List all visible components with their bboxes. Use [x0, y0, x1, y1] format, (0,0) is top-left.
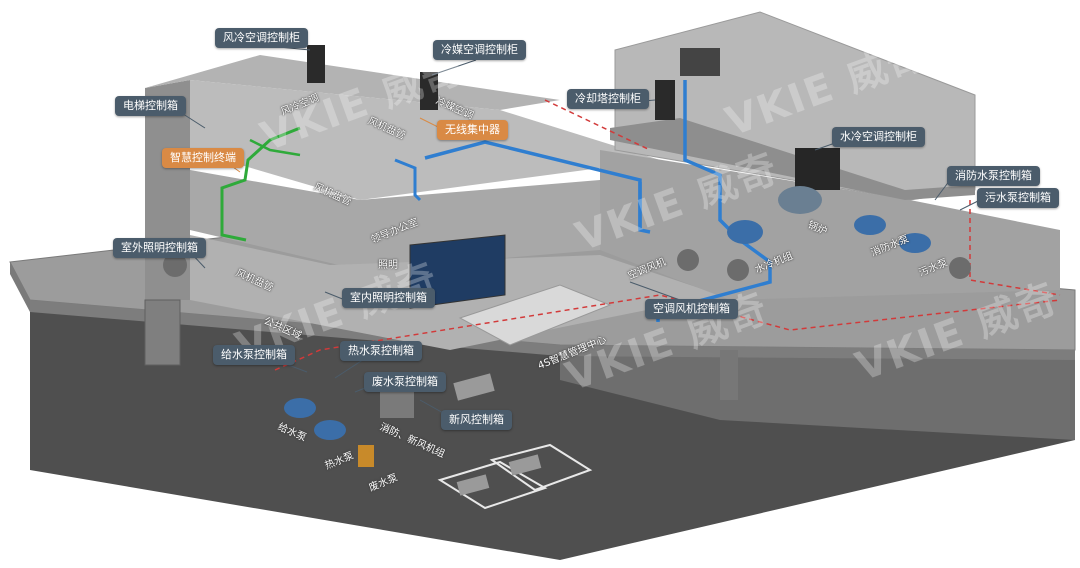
second-floor-plate [190, 170, 660, 270]
red-dashed-line [544, 99, 651, 151]
callout-feishui: 废水泵控制箱 [364, 372, 446, 392]
callout-shuileng: 水冷空调控制柜 [832, 127, 925, 147]
pillar [720, 350, 738, 400]
callout-lengmei: 冷媒空调控制柜 [433, 40, 526, 60]
callout-geishui: 给水泵控制箱 [213, 345, 295, 365]
tree [727, 259, 749, 281]
car [456, 474, 490, 496]
chiller-cabinet [655, 80, 675, 120]
blue-pipe [394, 158, 422, 202]
leader-line [324, 291, 346, 301]
right-tower-slab [610, 118, 975, 200]
leader-line [431, 59, 477, 76]
callout-xinfeng: 新风控制箱 [441, 410, 512, 430]
callout-kongtiao: 空调风机控制箱 [645, 299, 738, 319]
callout-shiwai: 室外照明控制箱 [113, 238, 206, 258]
tree [677, 249, 699, 271]
slab-front-edge [30, 300, 1075, 360]
right-tower-floor [600, 150, 1060, 300]
callout-reshui: 热水泵控制箱 [340, 341, 422, 361]
cooling-tower-unit [680, 48, 720, 76]
leader-line [629, 281, 681, 301]
callout-shinei: 室内照明控制箱 [342, 288, 435, 308]
car [508, 454, 542, 476]
tree [949, 257, 971, 279]
water-cabinets [795, 148, 840, 190]
leader-line [959, 199, 981, 211]
leader-line [419, 117, 441, 129]
car [453, 373, 495, 401]
blue-pipe [638, 182, 651, 234]
basement-back-wall [560, 345, 1075, 440]
control-desks [458, 284, 612, 346]
ground-slab-edge [10, 262, 30, 312]
elevator-shaft [144, 299, 181, 366]
sewage-pump [899, 233, 931, 253]
callout-wuxian: 无线集中器 [437, 120, 508, 140]
parking-space [489, 443, 593, 492]
water-chiller [727, 220, 763, 244]
parking-space [437, 460, 548, 510]
waste-pump [358, 445, 374, 467]
leader-line [419, 399, 446, 415]
air-cabinet [420, 72, 438, 110]
callout-dianti: 电梯控制箱 [115, 96, 186, 116]
tree [163, 253, 187, 277]
fresh-air-unit [380, 392, 414, 418]
hot-water-pump [314, 420, 346, 440]
left-tower-roof [145, 55, 560, 110]
green-line [220, 126, 301, 242]
callout-lengqueta: 冷却塔控制柜 [567, 89, 649, 109]
callout-fengleng: 风冷空调控制柜 [215, 28, 308, 48]
green-line [249, 138, 301, 157]
fire-pump [854, 215, 886, 235]
callout-wushui: 污水泵控制箱 [977, 188, 1059, 208]
callout-xiaofang: 消防水泵控制箱 [947, 166, 1040, 186]
callout-zhihui: 智慧控制终端 [162, 148, 244, 168]
label-zhaoming: 照明 [378, 260, 398, 271]
supply-pump [284, 398, 316, 418]
boiler [778, 186, 822, 214]
air-cabinet [307, 45, 325, 83]
upper-floor-plate [190, 80, 660, 200]
